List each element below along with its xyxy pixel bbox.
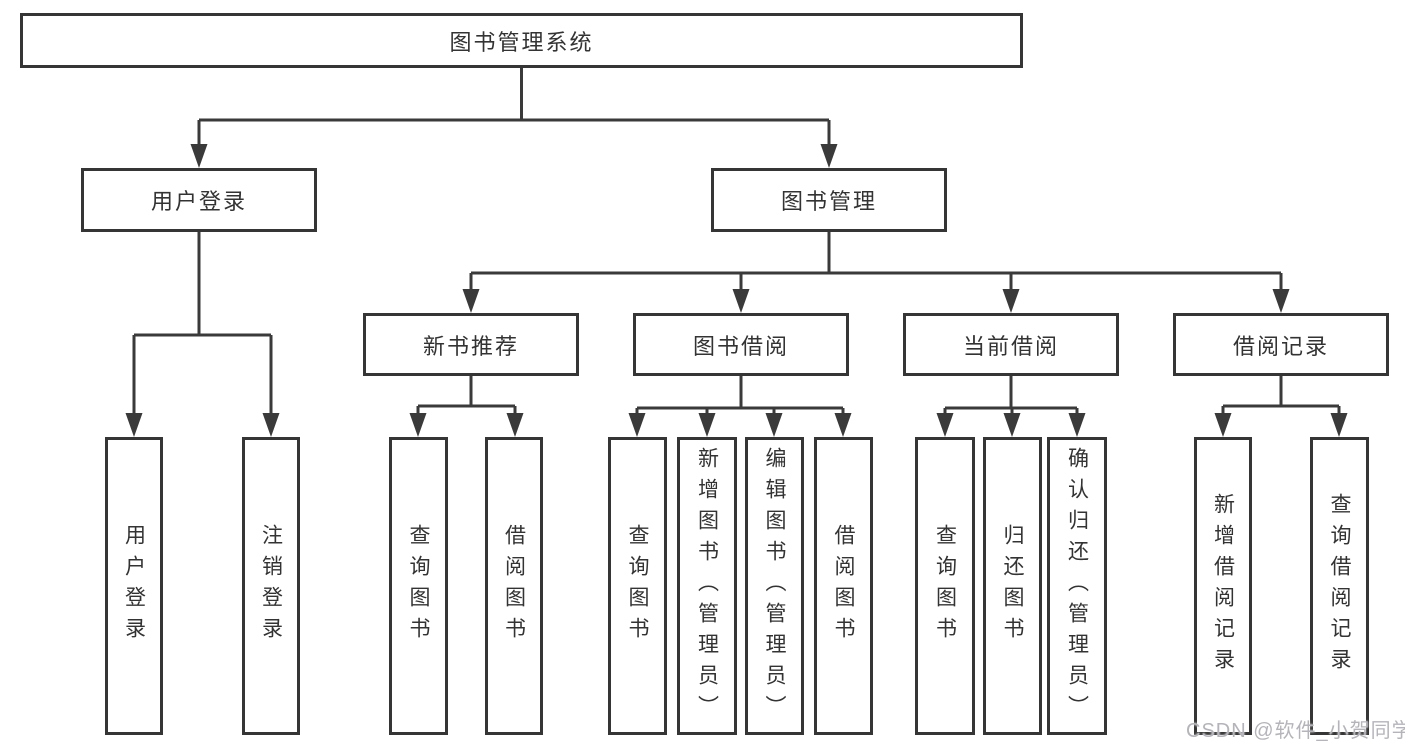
- node-book-management: 图书管理: [711, 168, 947, 232]
- leaf-return-book: 归还图书: [983, 437, 1042, 735]
- leaf-confirm-return-admin: 确认归还（管理员）: [1047, 437, 1107, 735]
- leaf-query-books-borrow: 查询图书: [608, 437, 667, 735]
- leaf-add-borrow-record: 新增借阅记录: [1194, 437, 1252, 735]
- leaf-borrow-books-newrec: 借阅图书: [485, 437, 543, 735]
- leaf-query-books-current: 查询图书: [915, 437, 975, 735]
- node-user-login: 用户登录: [81, 168, 317, 232]
- csdn-watermark: CSDN @软件_小贺同学: [1186, 720, 1405, 742]
- leaf-user-login: 用户登录: [105, 437, 163, 735]
- leaf-query-borrow-record: 查询借阅记录: [1310, 437, 1369, 735]
- node-library-management-system: 图书管理系统: [20, 13, 1023, 68]
- node-new-book-recommend: 新书推荐: [363, 313, 579, 376]
- leaf-logout: 注销登录: [242, 437, 300, 735]
- leaf-query-books-newrec: 查询图书: [389, 437, 448, 735]
- node-book-borrow: 图书借阅: [633, 313, 849, 376]
- leaf-borrow-books-borrow: 借阅图书: [814, 437, 873, 735]
- leaf-edit-book-admin: 编辑图书（管理员）: [745, 437, 804, 735]
- node-current-borrow: 当前借阅: [903, 313, 1119, 376]
- node-borrow-records: 借阅记录: [1173, 313, 1389, 376]
- leaf-add-book-admin: 新增图书（管理员）: [677, 437, 737, 735]
